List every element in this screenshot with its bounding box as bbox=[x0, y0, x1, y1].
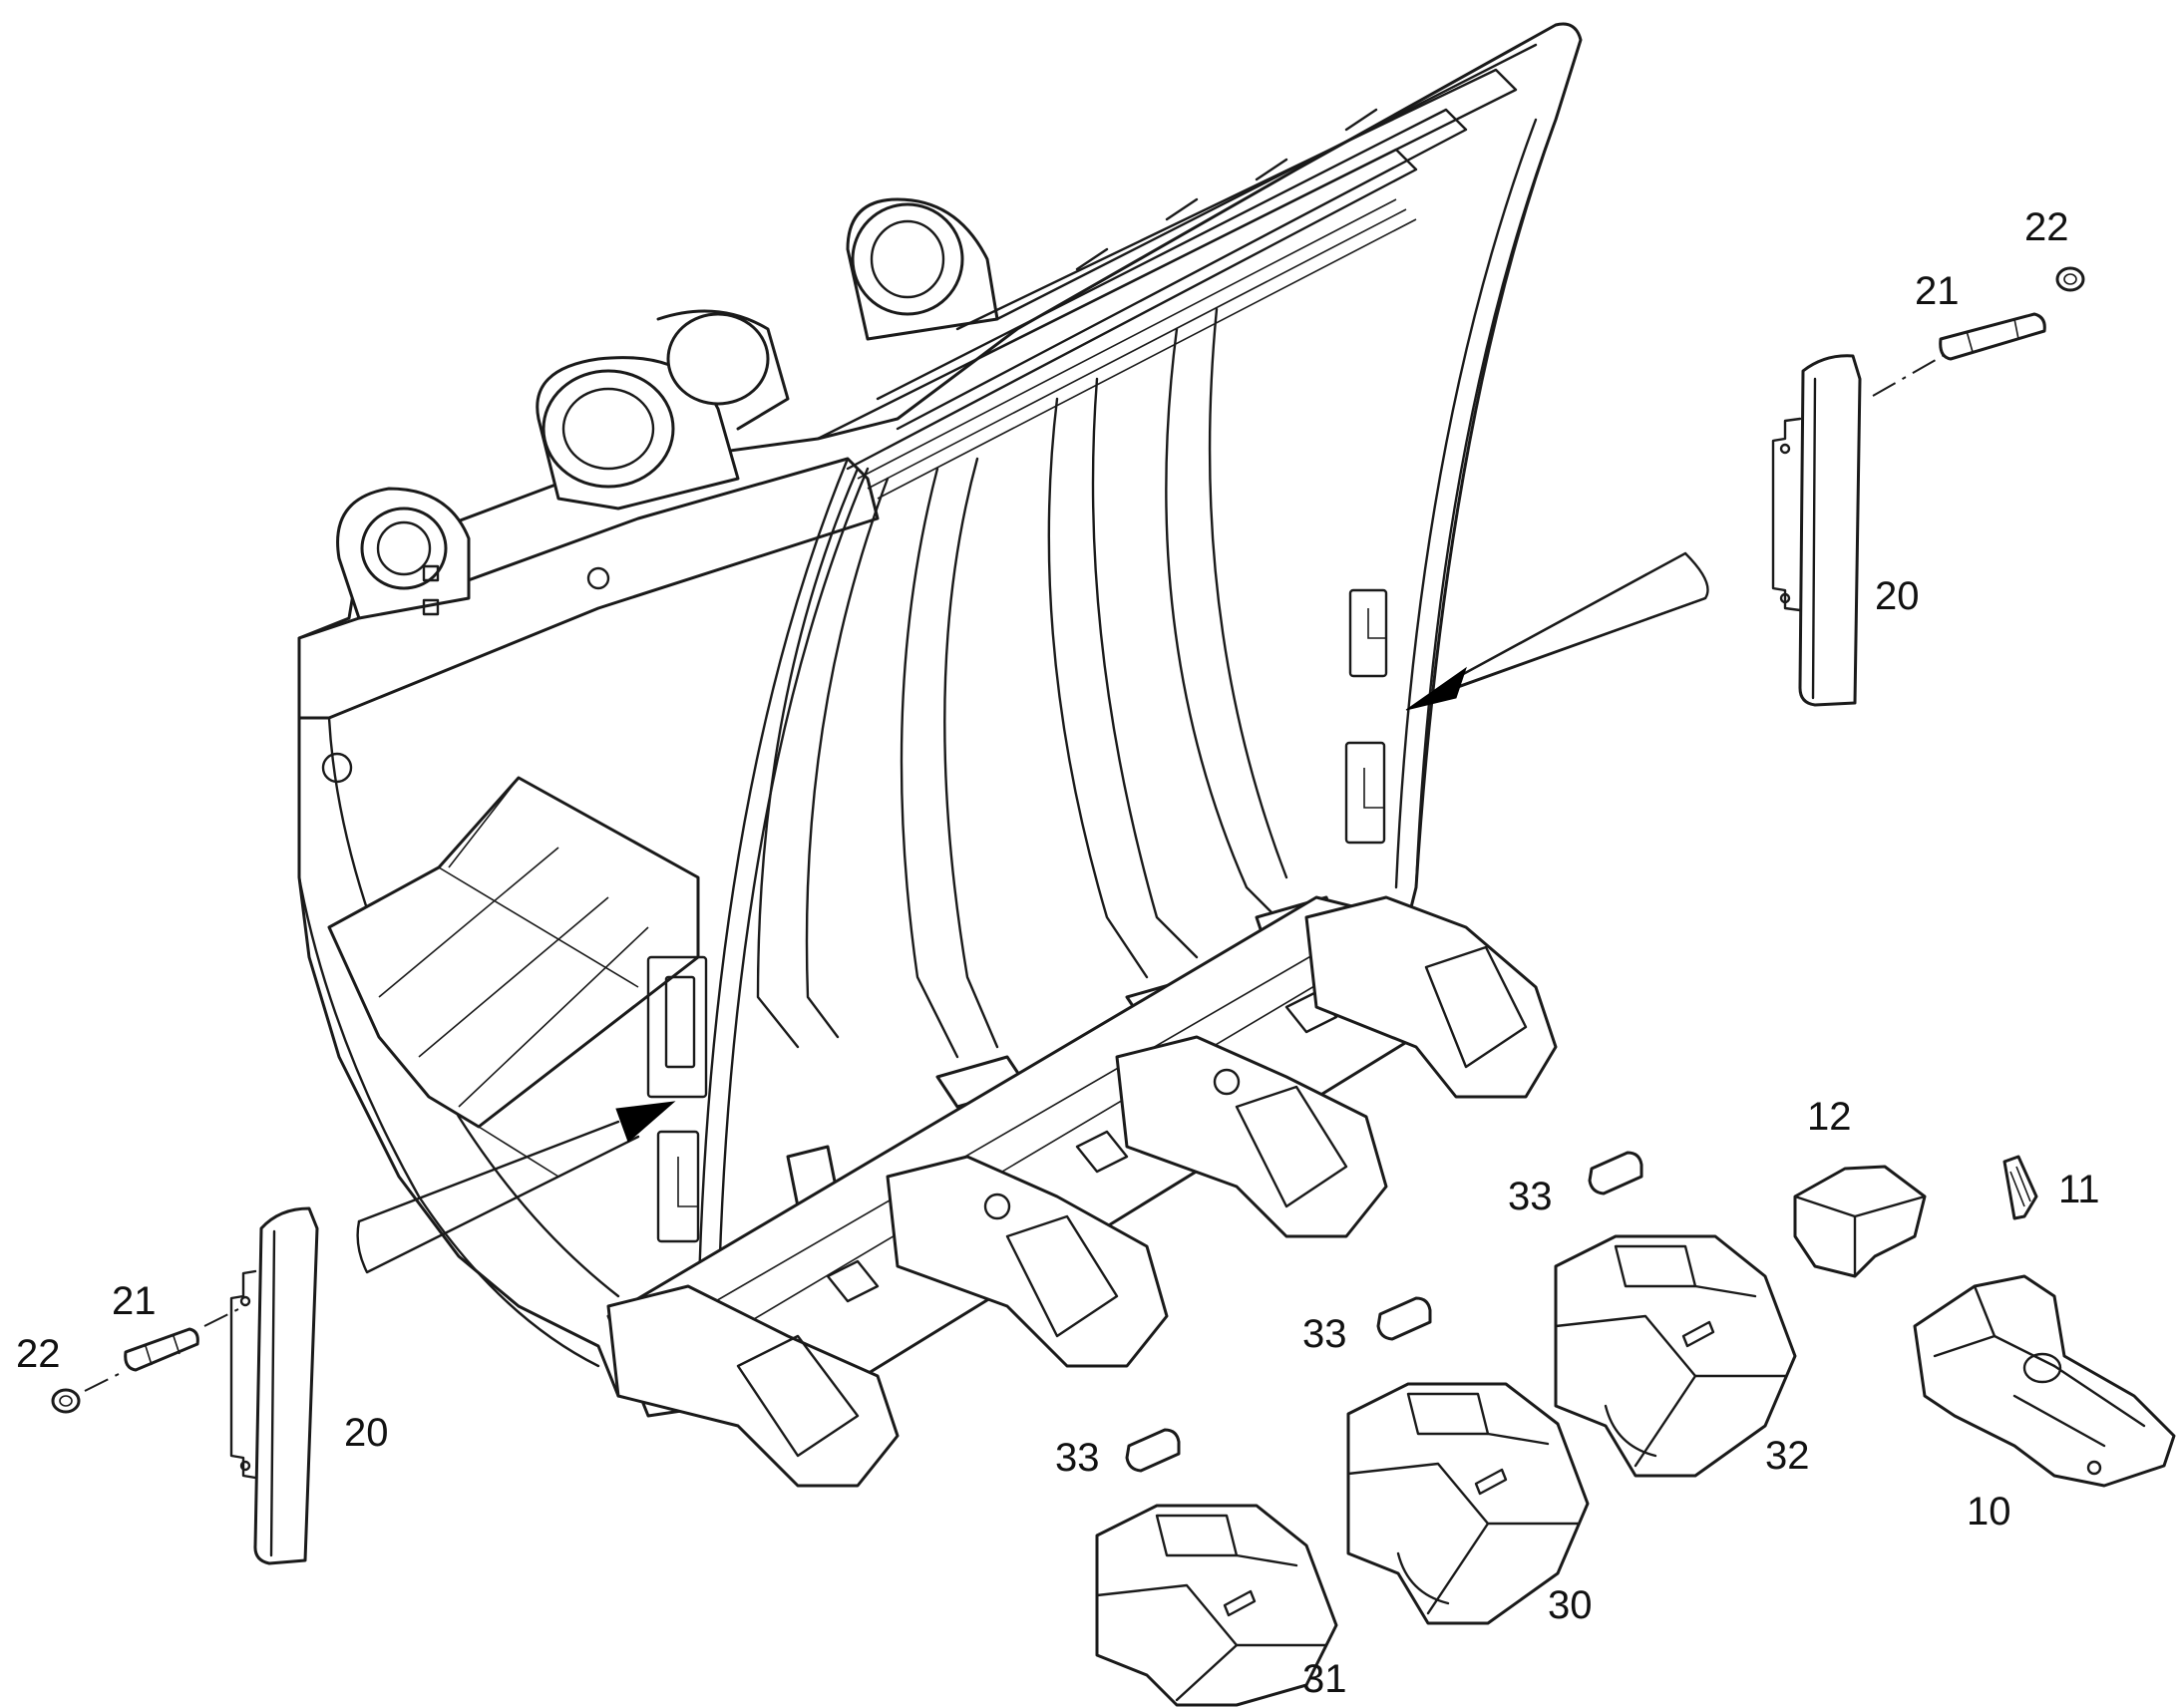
callout-33-c: 33 bbox=[1055, 1436, 1100, 1480]
side-wall-right bbox=[1344, 118, 1558, 889]
callout-22-left: 22 bbox=[16, 1332, 61, 1376]
tooth-adapter-10 bbox=[1913, 1274, 2176, 1488]
callout-11: 11 bbox=[2058, 1168, 2100, 1211]
lock-pin-33-a bbox=[1588, 1151, 1643, 1196]
assembly-line-left bbox=[203, 1305, 245, 1327]
side-cutter-right bbox=[1771, 354, 1862, 707]
callout-30: 30 bbox=[1548, 1583, 1593, 1627]
hinge-boss-top bbox=[846, 197, 999, 341]
lock-pin-11 bbox=[2002, 1155, 2038, 1220]
lock-pin-33-c bbox=[1125, 1428, 1181, 1473]
assembly-line-right bbox=[1872, 348, 1956, 397]
lock-pin-33-b bbox=[1376, 1296, 1432, 1341]
hinge-boss-center bbox=[536, 309, 790, 511]
assembly-line-left-2 bbox=[84, 1370, 126, 1392]
bucket-tooth-32 bbox=[1554, 1234, 1797, 1478]
bucket-tooth-31 bbox=[1095, 1504, 1338, 1707]
callout-12: 12 bbox=[1807, 1095, 1852, 1139]
callout-21-left: 21 bbox=[112, 1279, 157, 1323]
retainer-washer-left bbox=[51, 1388, 81, 1414]
callout-21-right: 21 bbox=[1915, 269, 1960, 313]
callout-20-left: 20 bbox=[344, 1411, 389, 1455]
callout-20-right: 20 bbox=[1875, 574, 1920, 618]
callout-22-right: 22 bbox=[2024, 205, 2069, 249]
side-cutter-left bbox=[229, 1206, 319, 1565]
callout-32: 32 bbox=[1765, 1434, 1810, 1478]
callout-33-b: 33 bbox=[1302, 1312, 1347, 1356]
lift-eye bbox=[336, 487, 471, 620]
mounted-tooth-4 bbox=[1304, 895, 1558, 1099]
wear-cap-12 bbox=[1793, 1165, 1927, 1278]
mounted-tooth-3 bbox=[1115, 1035, 1388, 1238]
pin-right bbox=[1939, 312, 2046, 361]
side-wall-left bbox=[321, 457, 870, 1328]
pointer-arrow-right bbox=[1405, 551, 1709, 711]
bucket-tooth-30 bbox=[1346, 1382, 1590, 1625]
top-ribs bbox=[816, 43, 1538, 500]
bucket-body bbox=[297, 22, 1583, 1488]
mounted-tooth-1 bbox=[606, 1284, 900, 1488]
pointer-arrow-left bbox=[356, 1101, 676, 1274]
callout-33-a: 33 bbox=[1508, 1175, 1553, 1218]
retainer-washer-right bbox=[2055, 266, 2085, 292]
mounted-tooth-2 bbox=[886, 1155, 1169, 1368]
pin-left bbox=[124, 1327, 199, 1372]
callout-31: 31 bbox=[1302, 1657, 1347, 1701]
callout-10: 10 bbox=[1967, 1490, 2011, 1534]
